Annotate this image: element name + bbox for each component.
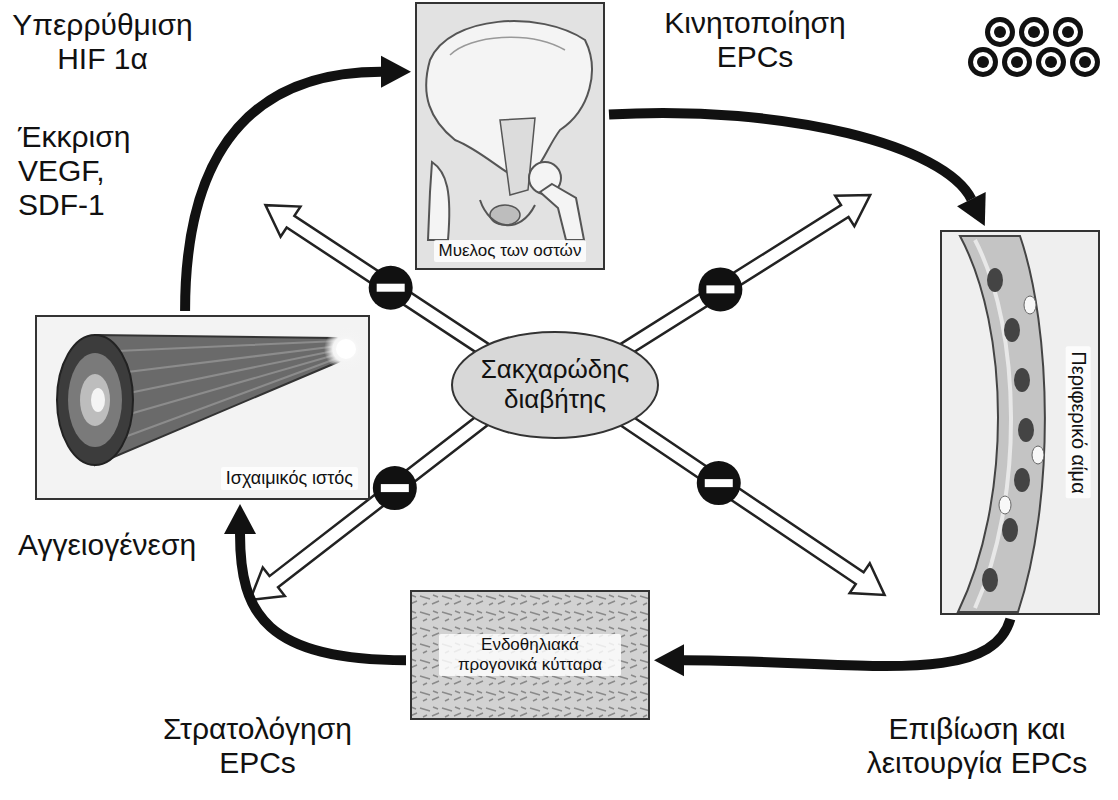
minus-symbol [697, 461, 741, 505]
blood-vessel-picture [940, 230, 1100, 615]
node-label: Περιφερικό αίμα [1066, 346, 1091, 498]
process-arrow [609, 113, 986, 226]
epc-culture-picture [410, 590, 650, 720]
diabetes-ellipse: Σακχαρώδης διαβήτης [450, 330, 660, 440]
process-arrow [224, 504, 406, 660]
node-label: Ενδοθηλιακά προγονικά κύτταρα [439, 634, 621, 675]
bone-marrow-panel: Μυελος των οστών [415, 2, 605, 270]
process-label-box: Κινητοποίηση EPCs [635, 6, 875, 74]
epc-culture-panel: Ενδοθηλιακά προγονικά κύτταρα [410, 590, 650, 720]
arrow-head [381, 56, 411, 88]
cell-cluster-icon [968, 17, 1100, 77]
diabetes-ellipse-shape [452, 332, 658, 438]
process-label-box: Επιβίωση και λειτουργία EPCs [846, 712, 1108, 780]
node-label: Μυελος των οστών [434, 240, 587, 262]
bone-marrow-picture [415, 2, 605, 270]
arrow-shaft [684, 619, 1010, 666]
process-label-box: Στρατολόγηση EPCs [150, 712, 365, 780]
arrow-head [654, 644, 684, 676]
process-label-box: Έκκριση VEGF, SDF-1 [18, 120, 143, 222]
process-label: Έκκριση VEGF, SDF-1 [18, 120, 143, 222]
arrow-head [957, 192, 986, 226]
arrow-head [224, 504, 256, 534]
process-label: Στρατολόγηση EPCs [150, 712, 365, 780]
peripheral-blood-panel: Περιφερικό αίμα [940, 230, 1100, 615]
step-label: Υπερρύθμιση HIF 1α [5, 8, 200, 76]
step-label-box: Υπερρύθμιση HIF 1α [5, 8, 200, 76]
step-label-box: Αγγειογένεση [18, 528, 218, 562]
process-arrow [185, 56, 411, 311]
process-arrow [654, 619, 1010, 676]
process-label: Κινητοποίηση EPCs [635, 6, 875, 74]
minus-symbol [698, 267, 742, 311]
step-label: Αγγειογένεση [18, 528, 218, 562]
minus-symbol [369, 266, 413, 310]
arrow-shaft [609, 113, 971, 199]
node-label: Σακχαρώδης διαβήτης [467, 355, 643, 415]
ischemic-tissue-panel: Ισχαιμικός ιστός [35, 315, 370, 500]
arrow-shaft [240, 534, 406, 660]
minus-symbol [373, 466, 417, 510]
ischemic-muscle-picture [35, 315, 370, 500]
process-label: Επιβίωση και λειτουργία EPCs [846, 712, 1108, 780]
node-label: Ισχαιμικός ιστός [221, 467, 358, 490]
arrow-shaft [185, 72, 381, 311]
